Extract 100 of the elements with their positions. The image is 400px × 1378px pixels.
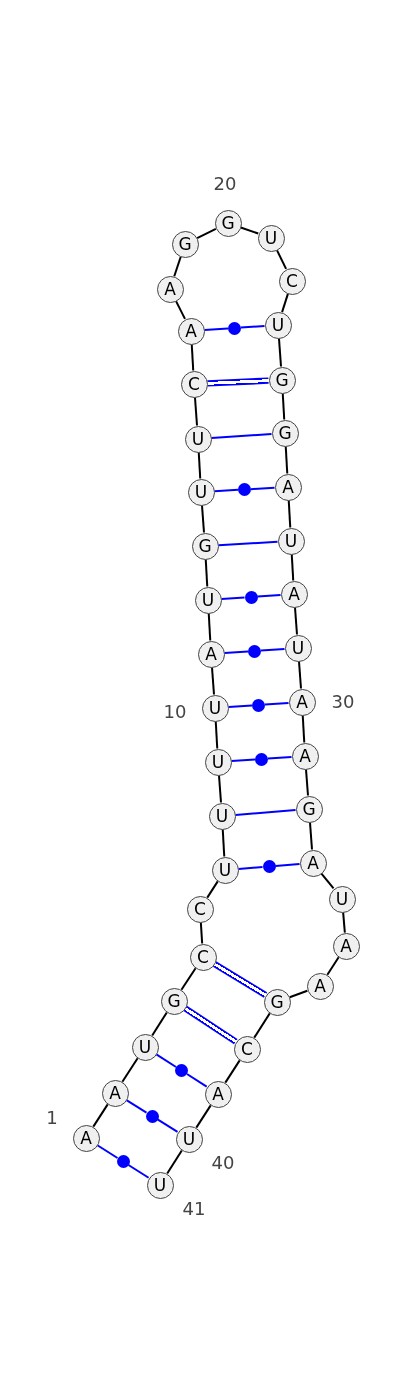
nucleotide-circle: A (204, 1080, 232, 1108)
backbone-line (218, 774, 222, 804)
base-pair-line (240, 324, 266, 329)
backbone-line (275, 249, 288, 270)
backbone-line (201, 504, 205, 534)
base-pair-line (256, 593, 282, 598)
backbone-line (197, 451, 202, 480)
backbone-line (195, 1104, 212, 1129)
nucleotide-circle: U (204, 748, 232, 776)
backbone-line (287, 499, 292, 529)
base-pair-line (213, 488, 239, 493)
nucleotide-circle: U (146, 1171, 174, 1199)
base-pair-line (96, 1144, 119, 1159)
base-pair-line (250, 486, 276, 491)
backbone-line (166, 1149, 183, 1175)
base-pair-line (267, 755, 293, 760)
base-pair-line (220, 596, 246, 601)
base-pair-line (264, 701, 290, 706)
dot-icon (255, 752, 268, 766)
dot-icon (252, 698, 265, 712)
dot-icon (116, 1155, 130, 1168)
dot-icon (244, 590, 258, 604)
backbone-line (320, 872, 335, 890)
nucleotide-circle: U (277, 527, 305, 555)
dot-icon (175, 1064, 188, 1077)
backbone-line (278, 337, 282, 368)
base-pair-line (227, 704, 253, 709)
nucleotide-circle: C (233, 1035, 261, 1063)
backbone-line (204, 558, 209, 588)
backbone-line (199, 921, 204, 945)
base-pair-line (212, 961, 268, 998)
base-pair-line (237, 866, 264, 870)
nucleotide-circle: G (214, 209, 242, 237)
nucleotide-circle: A (197, 640, 225, 668)
nucleotide-circle: G (160, 987, 188, 1015)
backbone-line (309, 821, 313, 851)
position-number: 41 (182, 1200, 206, 1218)
base-pair-line (223, 650, 249, 655)
nucleotide-circle: A (72, 1124, 100, 1152)
base-pair-line (230, 758, 256, 763)
backbone-line (342, 911, 346, 934)
backbone-line (194, 396, 198, 427)
base-pair-line (127, 1164, 150, 1179)
nucleotide-circle: U (194, 586, 222, 614)
nucleotide-circle: U (328, 885, 356, 913)
nucleotide-circle: A (332, 932, 360, 960)
base-pair-line (217, 540, 279, 547)
nucleotide-circle: U (284, 634, 312, 662)
backbone-line (221, 828, 226, 858)
backbone-line (214, 720, 219, 750)
nucleotide-circle: G (271, 419, 299, 447)
dot-icon (238, 483, 251, 496)
backbone-line (92, 1103, 109, 1128)
backbone-line (301, 714, 306, 744)
backbone-line (180, 967, 197, 991)
base-pair-line (155, 1053, 178, 1068)
nucleotide-circle: U (201, 694, 229, 722)
backbone-line (206, 880, 219, 899)
backbone-line (175, 300, 186, 320)
base-pair-line (203, 327, 229, 332)
nucleotide-circle: A (101, 1079, 129, 1107)
nucleotide-circle: G (263, 988, 291, 1016)
nucleotide-circle: A (156, 275, 184, 303)
nucleotide-circle: A (280, 580, 308, 608)
nucleotide-circle: U (208, 802, 236, 830)
backbone-line (207, 612, 212, 642)
position-number: 30 (331, 693, 355, 711)
backbone-line (253, 1012, 271, 1039)
dot-icon (248, 644, 261, 658)
nucleotide-circle: G (268, 366, 296, 394)
backbone-line (239, 226, 260, 235)
nucleotide-circle: U (184, 425, 212, 453)
base-pair-line (207, 377, 269, 387)
backbone-line (294, 606, 298, 636)
backbone-line (196, 227, 217, 240)
nucleotide-circle: A (291, 742, 319, 770)
backbone-line (298, 660, 302, 690)
nucleotide-circle: A (288, 688, 316, 716)
base-pair-line (234, 809, 297, 816)
nucleotide-circle: C (180, 370, 208, 398)
nucleotide-circle: C (186, 895, 214, 923)
base-pair-line (183, 1005, 238, 1045)
backbone-line (121, 1057, 139, 1083)
nucleotide-circle: U (187, 478, 215, 506)
nucleotide-circle: A (306, 972, 334, 1000)
backbone-line (224, 1059, 241, 1084)
backbone-line (173, 255, 182, 278)
backbone-line (305, 768, 309, 797)
nucleotide-circle: A (274, 473, 302, 501)
backbone-line (281, 292, 289, 314)
nucleotide-circle: C (189, 943, 217, 971)
dot-icon (262, 860, 276, 873)
base-pair-line (185, 1073, 208, 1088)
nucleotide-circle: G (171, 230, 199, 258)
base-pair-line (210, 432, 273, 440)
backbone-line (151, 1011, 168, 1037)
backbone-line (284, 445, 289, 475)
backbone-line (290, 553, 295, 582)
nucleotide-circle: A (299, 849, 327, 877)
dot-icon (145, 1109, 159, 1123)
